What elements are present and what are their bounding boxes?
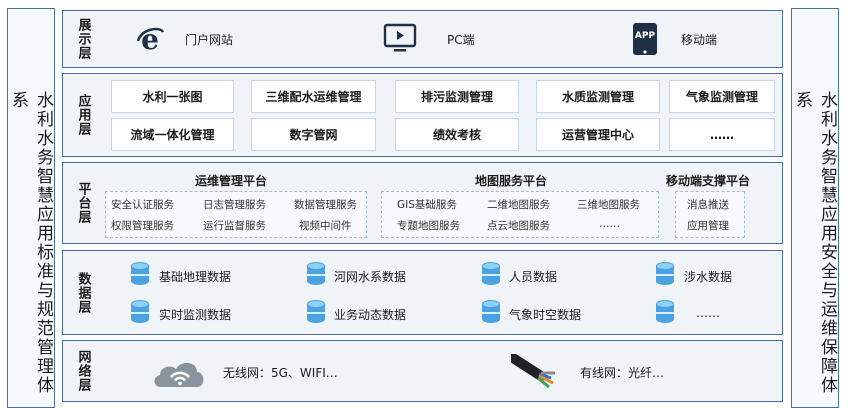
platform-service: 安全认证服务: [111, 199, 174, 211]
mobile-platform-title: 移动端支撑平台: [666, 174, 751, 188]
ie-browser-icon: e: [135, 23, 165, 56]
data-item: 河网水系数据: [334, 270, 407, 284]
monitor-icon: [383, 23, 417, 55]
data-item: 基础地理数据: [159, 270, 232, 284]
data-item: ……: [696, 306, 720, 320]
data-item: 涉水数据: [684, 270, 733, 284]
database-icon: [656, 262, 674, 288]
platform-service: 权限管理服务: [111, 220, 174, 232]
platform-service: 数据管理服务: [294, 199, 357, 211]
wired-label: 有线网：光纤…: [580, 366, 665, 380]
data-item: 气象时空数据: [509, 308, 582, 322]
app-module: 绩效考核: [395, 118, 519, 151]
app-module: ……: [669, 118, 775, 151]
platform-service: GIS基础服务: [397, 199, 457, 211]
ops-platform-group: [105, 191, 367, 238]
security-side-text: 水利水务智慧应用安全与运维保障体系: [792, 91, 837, 395]
platform-service: 日志管理服务: [203, 199, 266, 211]
mobile-platform-group: [675, 191, 745, 238]
app-icon-text: APP: [634, 31, 656, 41]
database-icon: [307, 300, 325, 326]
data-item: 人员数据: [509, 270, 558, 284]
standards-side-panel: 水利水务智慧应用标准与规范管理体系: [7, 8, 55, 408]
platform-layer-label: 平台层: [75, 182, 91, 224]
database-icon: [482, 262, 500, 288]
app-module: 水质监测管理: [536, 80, 660, 113]
data-item: 业务动态数据: [334, 308, 407, 322]
mobile-label: 移动端: [681, 33, 718, 47]
database-icon: [131, 300, 149, 326]
display-layer: 展示层 e 门户网站 PC端 APP 移动端: [62, 10, 783, 68]
database-icon: [656, 300, 674, 326]
database-icon: [307, 262, 325, 288]
app-icon: APP: [631, 22, 659, 56]
database-icon: [482, 300, 500, 326]
data-item: 实时监测数据: [159, 308, 232, 322]
wireless-label: 无线网：5G、WIFI…: [223, 366, 338, 380]
cable-icon: [508, 353, 567, 390]
platform-service: 消息推送: [687, 199, 729, 211]
app-module: 流域一体化管理: [111, 118, 234, 151]
platform-service: 二维地图服务: [487, 199, 550, 211]
application-layer-label: 应用层: [75, 94, 91, 136]
app-module: 运营管理中心: [536, 118, 660, 151]
network-layer-label: 网络层: [75, 350, 91, 392]
app-module: 三维配水运维管理: [251, 80, 376, 113]
app-module: 数字管网: [251, 118, 376, 151]
platform-service: 运行监督服务: [203, 220, 266, 232]
platform-layer: 平台层 运维管理平台 安全认证服务 日志管理服务 数据管理服务 权限管理服务 运…: [62, 162, 783, 244]
platform-service: ……: [599, 218, 620, 230]
wifi-cloud-icon: [151, 355, 207, 389]
pc-label: PC端: [447, 33, 475, 47]
map-platform-title: 地图服务平台: [475, 174, 548, 188]
portal-label: 门户网站: [185, 33, 234, 47]
platform-service: 专题地图服务: [397, 220, 460, 232]
app-module: 排污监测管理: [395, 80, 519, 113]
platform-service: 应用管理: [687, 220, 729, 232]
ops-platform-title: 运维管理平台: [195, 174, 268, 188]
data-layer-label: 数据层: [75, 271, 91, 314]
network-layer: 网络层 无线网：5G、WIFI… 有线网：光纤…: [62, 340, 783, 402]
map-platform-group: [381, 191, 659, 238]
app-module: 水利一张图: [111, 80, 234, 113]
security-side-panel: 水利水务智慧应用安全与运维保障体系: [791, 8, 839, 408]
data-layer: 数据层 基础地理数据 河网水系数据 人员数据 涉水数据 实时监测数据 业务动态数…: [62, 250, 783, 335]
platform-service: 三维地图服务: [577, 199, 640, 211]
application-layer: 应用层 水利一张图 三维配水运维管理 排污监测管理 水质监测管理 气象监测管理 …: [62, 73, 783, 157]
standards-side-text: 水利水务智慧应用标准与规范管理体系: [8, 91, 53, 395]
database-icon: [131, 262, 149, 288]
platform-service: 点云地图服务: [487, 220, 550, 232]
display-layer-label: 展示层: [75, 18, 91, 60]
platform-service: 视频中间件: [299, 220, 352, 232]
app-module: 气象监测管理: [669, 80, 775, 113]
